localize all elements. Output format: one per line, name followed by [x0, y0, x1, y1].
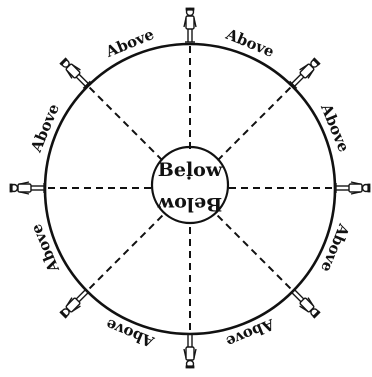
spoke-line — [88, 86, 162, 160]
below-label-upright: Below — [158, 159, 223, 181]
standing-person-icon — [184, 334, 196, 368]
spoke-line — [218, 86, 292, 160]
standing-person-icon — [59, 57, 92, 90]
below-label-inverted: Below — [157, 193, 222, 215]
dashed-spokes — [46, 44, 334, 332]
standing-person-icon — [184, 8, 196, 42]
standing-person-icon — [289, 57, 322, 90]
standing-person-icon — [336, 182, 370, 194]
spoke-line — [218, 216, 292, 290]
spoke-line — [88, 216, 162, 290]
standing-person-icon — [10, 182, 44, 194]
